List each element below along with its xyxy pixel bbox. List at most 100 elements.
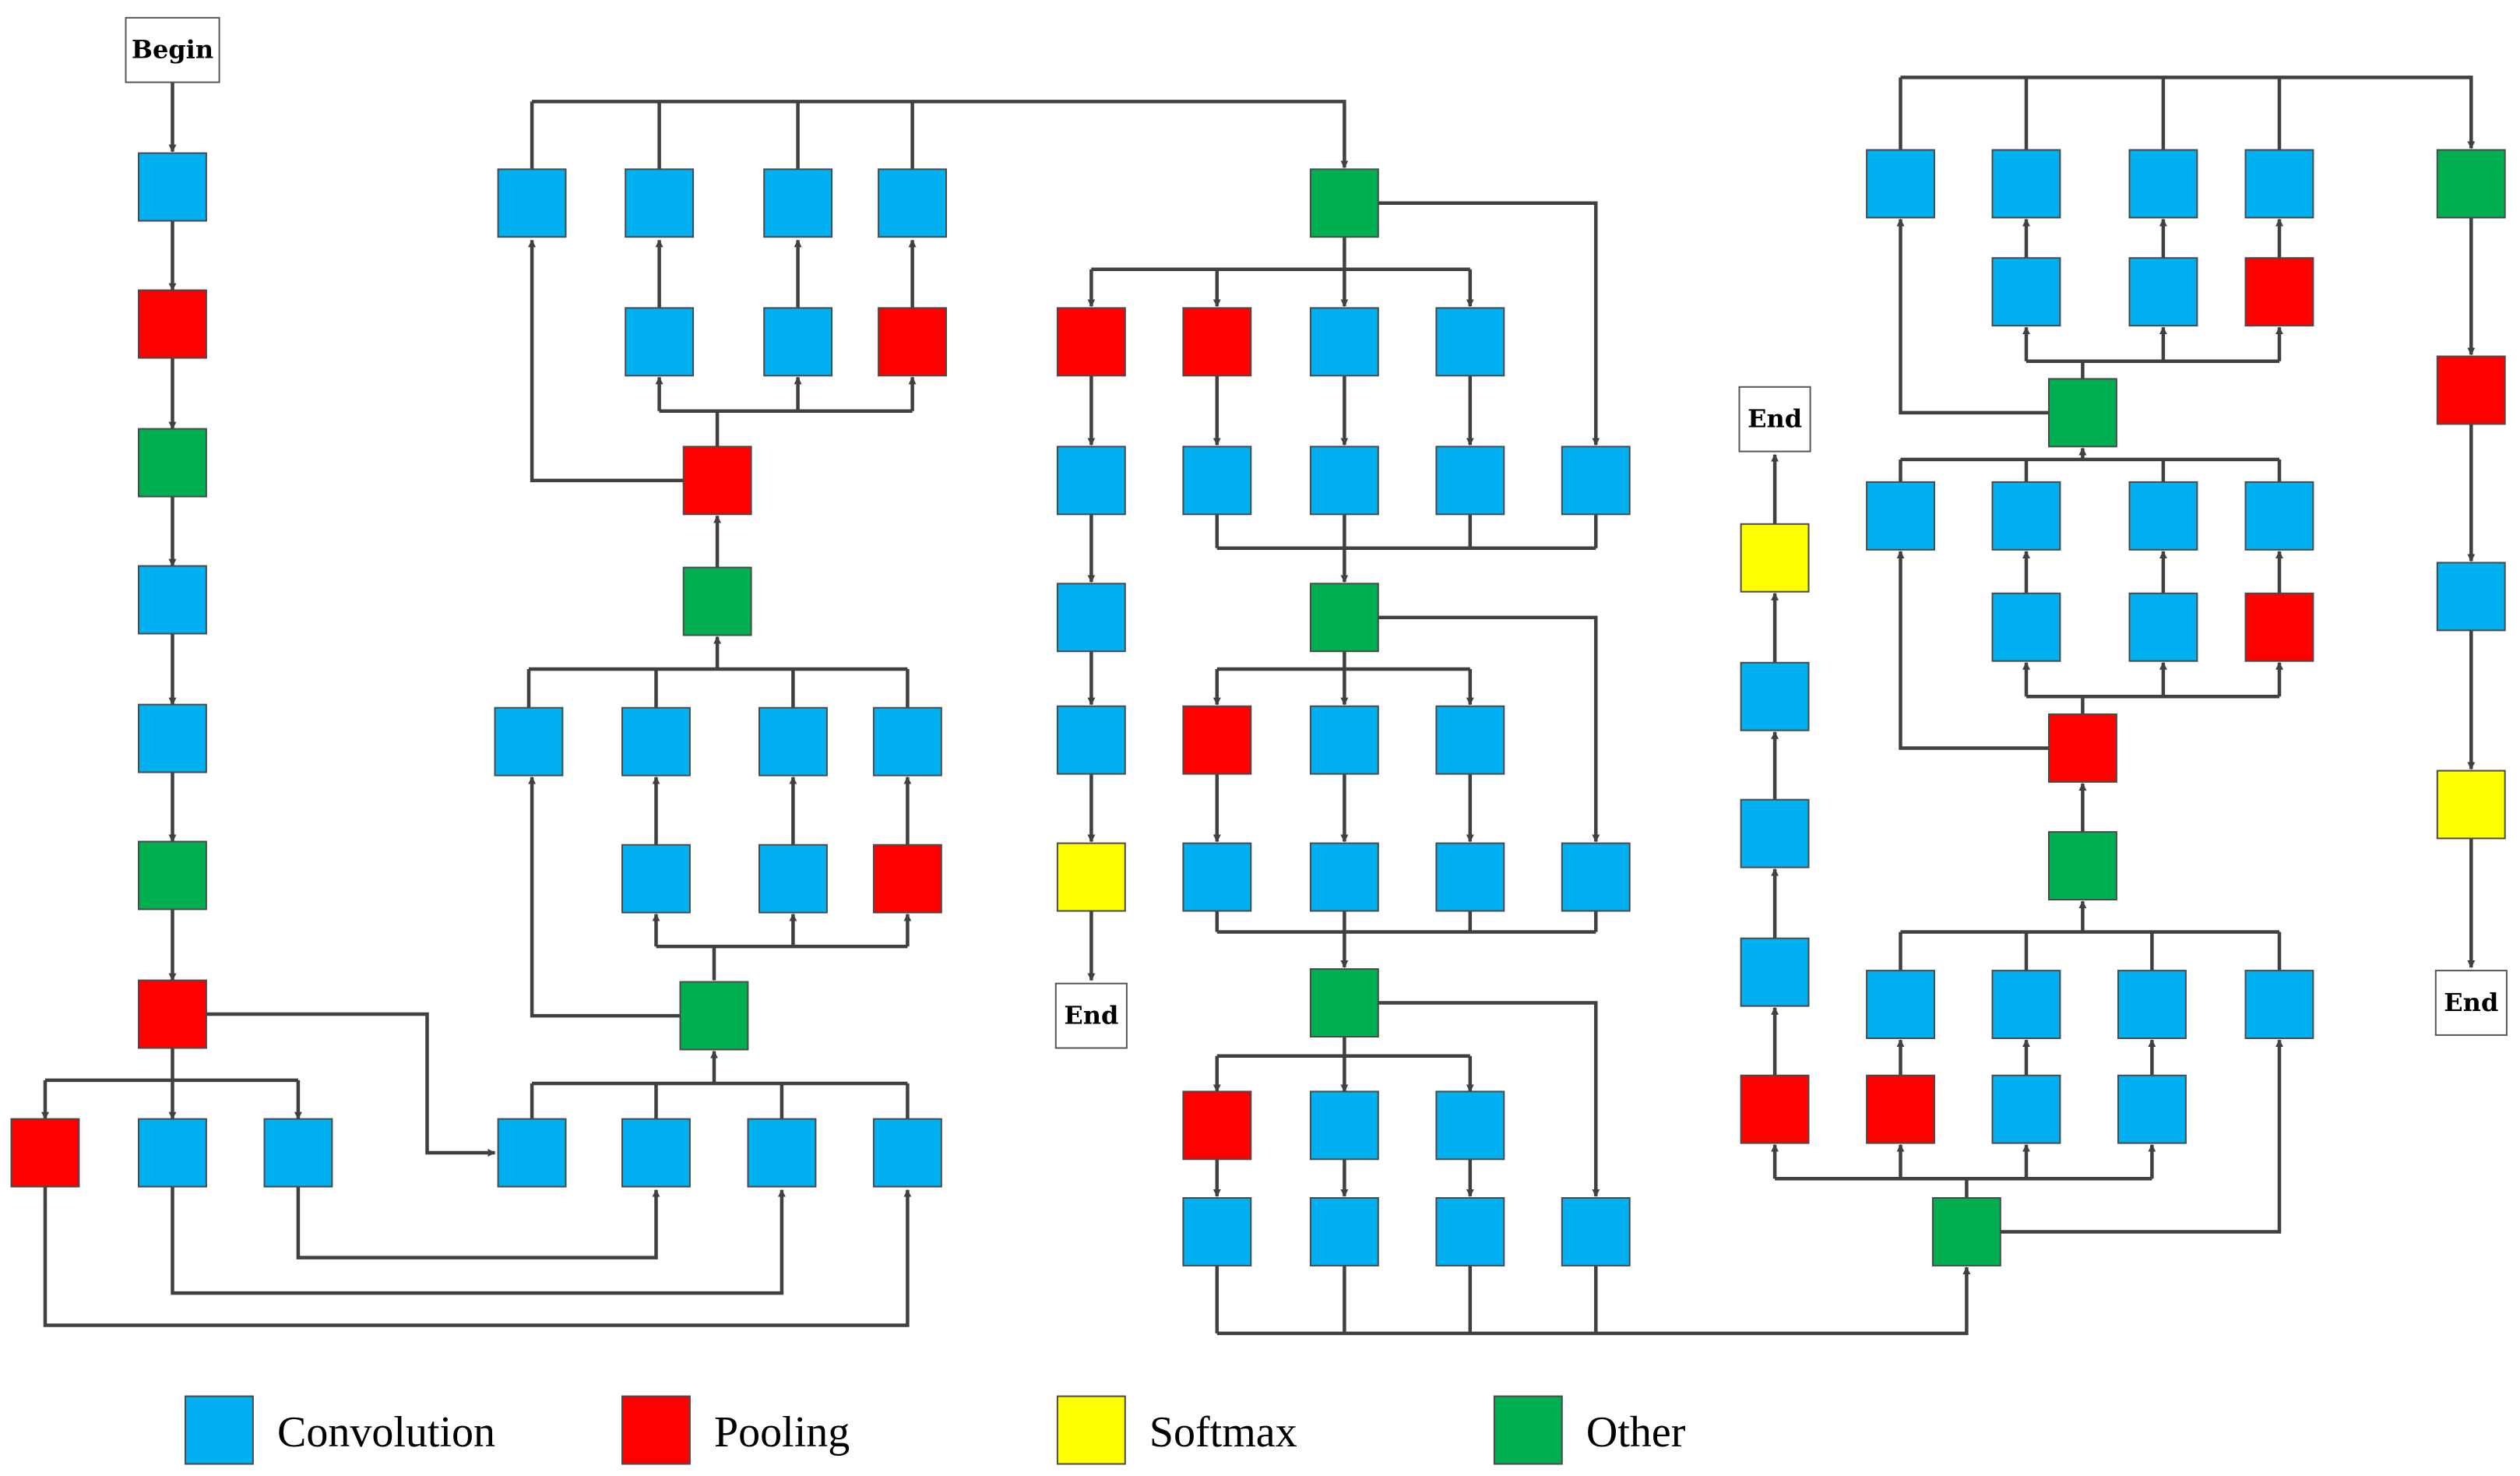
pooling-node xyxy=(138,289,207,359)
convolution-node xyxy=(1740,937,1810,1007)
convolution-node xyxy=(621,706,691,777)
pooling-node xyxy=(1866,1074,1936,1144)
convolution-node xyxy=(1182,1197,1252,1266)
pooling-node xyxy=(1182,307,1252,377)
other-node xyxy=(1309,583,1379,653)
legend-swatch-pooling xyxy=(621,1395,691,1465)
convolution-node xyxy=(138,1118,207,1188)
convolution-node xyxy=(1309,307,1379,377)
legend-swatch-other xyxy=(1493,1395,1563,1465)
flow-arrow xyxy=(1900,76,2476,150)
convolution-node xyxy=(1991,481,2061,551)
other-node xyxy=(1931,1197,2001,1266)
convolution-node xyxy=(1309,1197,1379,1266)
pooling-node xyxy=(2048,713,2117,783)
flow-arrow xyxy=(171,1186,786,1295)
pooling-node xyxy=(2244,257,2314,327)
convolution-node xyxy=(872,706,942,777)
other-node xyxy=(1309,968,1379,1037)
convolution-node xyxy=(1309,705,1379,775)
terminal-box xyxy=(1738,386,1811,453)
convolution-node xyxy=(497,1118,567,1188)
pooling-node xyxy=(682,446,752,516)
convolution-node xyxy=(1309,446,1379,516)
convolution-node xyxy=(763,168,833,238)
end-label: End xyxy=(2444,988,2498,1017)
end-label: End xyxy=(1064,1000,1118,1030)
terminal-box xyxy=(1054,982,1128,1049)
other-node xyxy=(138,840,207,911)
convolution-node xyxy=(758,706,828,777)
softmax-node xyxy=(1056,842,1126,912)
flow-arrow xyxy=(43,1186,912,1327)
convolution-node xyxy=(2117,970,2187,1039)
convolution-node xyxy=(2244,970,2314,1039)
softmax-node xyxy=(1740,523,1810,593)
convolution-node xyxy=(1182,446,1252,516)
flow-arrow xyxy=(528,776,681,1018)
flow-arrow xyxy=(528,239,684,483)
flow-arrow xyxy=(296,1186,660,1259)
convolution-node xyxy=(763,307,833,377)
legend-label-pooling: Pooling xyxy=(714,1408,850,1457)
flow-arrow xyxy=(2000,1039,2283,1234)
convolution-node xyxy=(1866,481,1936,551)
pooling-node xyxy=(138,979,207,1049)
convolution-node xyxy=(1991,1074,2061,1144)
other-node xyxy=(2436,149,2506,219)
legend-label-other: Other xyxy=(1586,1408,1686,1457)
flow-arrow xyxy=(1378,1001,1600,1197)
convolution-node xyxy=(1740,798,1810,868)
convolution-node xyxy=(621,1118,691,1188)
convolution-node xyxy=(2128,481,2198,551)
nodes-layer xyxy=(10,149,2506,1266)
convolution-node xyxy=(1309,1090,1379,1161)
flow-arrow xyxy=(1896,218,2049,415)
other-node xyxy=(2048,378,2117,448)
flow-arrow xyxy=(1378,615,1600,843)
convolution-node xyxy=(2117,1074,2187,1144)
convolution-node xyxy=(2128,257,2198,327)
other-node xyxy=(1309,168,1379,238)
convolution-node xyxy=(2436,562,2506,632)
other-node xyxy=(2048,831,2117,900)
convolution-node xyxy=(138,703,207,773)
flow-arrow xyxy=(1216,1266,1971,1336)
flow-arrow xyxy=(206,1012,496,1157)
convolution-node xyxy=(758,844,828,914)
convolution-node xyxy=(1991,257,2061,327)
convolution-node xyxy=(497,168,567,238)
flow-arrow xyxy=(1896,550,2049,750)
convolution-node xyxy=(2244,149,2314,219)
convolution-node xyxy=(1561,842,1631,912)
convolution-node xyxy=(1435,1090,1505,1161)
other-node xyxy=(682,566,752,636)
convolution-node xyxy=(2128,149,2198,219)
pooling-node xyxy=(878,307,947,377)
flow-arrow xyxy=(1378,201,1600,446)
end-label: End xyxy=(1747,404,1802,434)
convolution-node xyxy=(263,1118,333,1188)
flow-arrow xyxy=(532,100,1349,169)
convolution-node xyxy=(1991,592,2061,662)
pooling-node xyxy=(2244,592,2314,662)
convolution-node xyxy=(1182,842,1252,912)
convolution-node xyxy=(878,168,947,238)
convolution-node xyxy=(1561,1197,1631,1266)
convolution-node xyxy=(138,565,207,635)
pooling-node xyxy=(10,1118,80,1188)
other-node xyxy=(679,981,749,1051)
legend-swatch-convolution xyxy=(185,1395,254,1465)
pooling-node xyxy=(872,844,942,914)
begin-label: Begin xyxy=(132,35,213,65)
convolution-node xyxy=(1435,1197,1505,1266)
convolution-node xyxy=(1991,970,2061,1039)
convolution-node xyxy=(1056,705,1126,775)
convolution-node xyxy=(1866,970,1936,1039)
softmax-node xyxy=(2436,770,2506,840)
convolution-node xyxy=(625,307,695,377)
convolution-node xyxy=(621,844,691,914)
